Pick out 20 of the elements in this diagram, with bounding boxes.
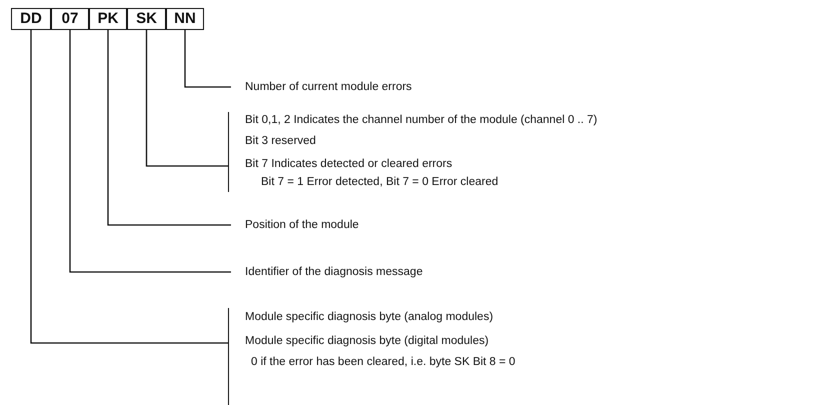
description-text: Bit 7 Indicates detected or cleared errors (245, 158, 452, 170)
description-text: Bit 0,1, 2 Indicates the channel number of the module (channel 0 .. 7) (245, 114, 598, 126)
leader-line (30, 30, 228, 344)
leader-line (69, 30, 231, 273)
description-text: Position of the module (245, 218, 359, 232)
description-text: Module specific diagnosis byte (digital modules) (245, 335, 489, 347)
field-cell: SK (127, 8, 166, 30)
leader-line (107, 30, 231, 226)
description-text: Number of current module errors (245, 80, 412, 94)
description-text: Module specific diagnosis byte (analog modules) (245, 311, 494, 323)
field-cell: NN (166, 8, 204, 30)
description-text: Bit 7 = 1 Error detected, Bit 7 = 0 Error cleared (261, 176, 498, 188)
description-text: Bit 3 reserved (245, 135, 316, 147)
leader-line (146, 30, 228, 167)
field-cell: DD (11, 8, 51, 30)
field-cell: 07 (51, 8, 89, 30)
description-text: 0 if the error has been cleared, i.e. byte SK Bit 8 = 0 (251, 356, 516, 368)
field-cell: PK (89, 8, 127, 30)
description-text: Identifier of the diagnosis message (245, 265, 423, 279)
leader-line (184, 30, 231, 88)
